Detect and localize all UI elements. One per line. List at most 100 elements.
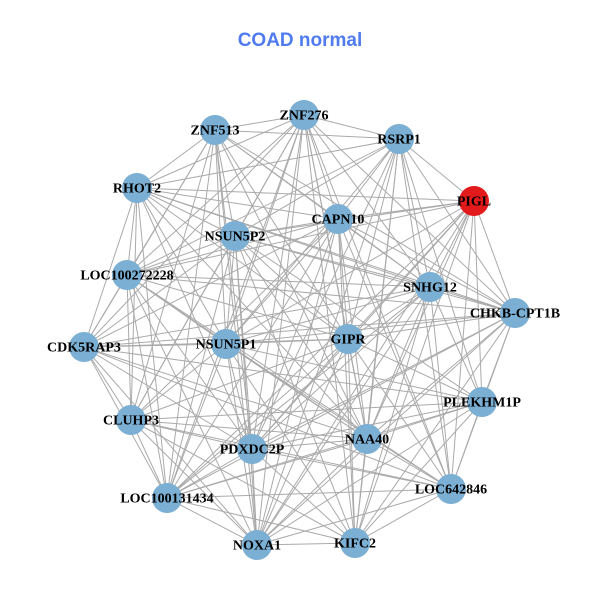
edge-NSUN5P1-LOC100131434 xyxy=(166,343,227,499)
node-CAPN10: CAPN10 xyxy=(312,204,364,234)
edge-PDXDC2P-LOC642846 xyxy=(251,448,452,490)
edge-NSUN5P1-PDXDC2P xyxy=(225,343,253,450)
edge-SNHG12-NOXA1 xyxy=(256,286,431,546)
node-circle xyxy=(500,298,530,328)
node-label: SNHG12 xyxy=(403,281,457,296)
edge-RHOT2-CLUHP3 xyxy=(130,187,138,421)
edge-RSRP1-PLEKHM1P xyxy=(398,138,483,403)
node-circle xyxy=(220,221,250,251)
edge-SNHG12-LOC642846 xyxy=(429,286,452,490)
node-label: CLUHP3 xyxy=(103,414,159,429)
edge-CDK5RAP3-LOC642846 xyxy=(83,346,452,490)
node-circle xyxy=(415,272,445,302)
node-circle xyxy=(384,124,414,154)
node-CDK5RAP3: CDK5RAP3 xyxy=(47,332,121,362)
node-circle xyxy=(116,405,146,435)
edge-CDK5RAP3-PDXDC2P xyxy=(83,346,253,450)
edge-CDK5RAP3-NAA40 xyxy=(83,346,368,440)
edge-PDXDC2P-LOC100131434 xyxy=(166,448,253,499)
edge-NSUN5P1-CLUHP3 xyxy=(130,343,227,421)
edge-NSUN5P2-NAA40 xyxy=(234,235,368,440)
edge-CDK5RAP3-PLEKHM1P xyxy=(83,346,483,403)
edge-SNHG12-CDK5RAP3 xyxy=(83,286,431,348)
node-label: GIPR xyxy=(331,333,367,348)
node-NAA40: NAA40 xyxy=(345,424,389,454)
edge-RSRP1-RHOT2 xyxy=(136,138,400,189)
edge-PDXDC2P-NOXA1 xyxy=(251,448,258,546)
node-NSUN5P1: NSUN5P1 xyxy=(196,329,256,359)
edge-ZNF276-ZNF513 xyxy=(214,114,305,131)
edge-CHKB-CPT1B-NAA40 xyxy=(366,312,516,440)
node-NOXA1: NOXA1 xyxy=(233,530,281,560)
edges-layer xyxy=(83,114,516,546)
edge-ZNF276-CDK5RAP3 xyxy=(83,114,305,348)
node-circle xyxy=(352,424,382,454)
edge-CHKB-CPT1B-PDXDC2P xyxy=(251,312,516,450)
edge-CAPN10-GIPR xyxy=(337,218,349,340)
node-ZNF513: ZNF513 xyxy=(191,115,240,145)
node-CHKB-CPT1B: CHKB-CPT1B xyxy=(470,298,560,328)
edge-GIPR-LOC642846 xyxy=(347,338,452,490)
edge-RHOT2-NSUN5P1 xyxy=(136,187,227,345)
edge-NAA40-NOXA1 xyxy=(256,438,368,546)
edge-SNHG12-NSUN5P1 xyxy=(225,286,431,345)
edge-GIPR-NAA40 xyxy=(347,338,368,440)
edge-CLUHP3-NAA40 xyxy=(130,419,368,440)
node-label: NSUN5P2 xyxy=(205,230,266,245)
edge-CAPN10-SNHG12 xyxy=(337,218,431,288)
node-RSRP1: RSRP1 xyxy=(377,124,421,154)
edge-PDXDC2P-KIFC2 xyxy=(251,448,356,544)
edge-NOXA1-KIFC2 xyxy=(256,542,356,546)
edge-LOC100272228-NOXA1 xyxy=(126,274,258,546)
edge-NSUN5P1-GIPR xyxy=(225,338,349,345)
edge-ZNF513-CLUHP3 xyxy=(130,129,216,421)
edge-PIGL-NSUN5P2 xyxy=(234,200,475,237)
edge-PIGL-NOXA1 xyxy=(256,200,475,546)
node-circle xyxy=(112,260,142,290)
edge-RSRP1-GIPR xyxy=(347,138,400,340)
edge-LOC100272228-LOC100131434 xyxy=(126,274,168,499)
edge-RSRP1-CHKB-CPT1B xyxy=(398,138,516,314)
node-LOC642846: LOC642846 xyxy=(415,474,487,504)
edge-ZNF513-RSRP1 xyxy=(214,129,400,140)
edge-RSRP1-SNHG12 xyxy=(398,138,431,288)
edge-PLEKHM1P-LOC642846 xyxy=(450,401,483,490)
edge-CAPN10-NOXA1 xyxy=(256,218,339,546)
edge-NSUN5P2-GIPR xyxy=(234,235,349,340)
node-label: CDK5RAP3 xyxy=(47,341,121,356)
edge-LOC642846-LOC100131434 xyxy=(166,488,452,499)
node-circle xyxy=(211,329,241,359)
edge-CAPN10-NSUN5P2 xyxy=(234,218,339,237)
node-label: NOXA1 xyxy=(233,539,281,554)
node-label: ZNF513 xyxy=(191,124,240,139)
node-circle xyxy=(152,483,182,513)
node-label: RHOT2 xyxy=(113,182,161,197)
node-circle xyxy=(333,324,363,354)
node-circle xyxy=(289,100,319,130)
node-circle xyxy=(459,186,489,216)
edge-ZNF513-RHOT2 xyxy=(136,129,216,189)
node-circle xyxy=(200,115,230,145)
node-ZNF276: ZNF276 xyxy=(280,100,329,130)
edge-CHKB-CPT1B-GIPR xyxy=(347,312,516,340)
node-LOC100272228: LOC100272228 xyxy=(80,260,174,290)
edge-CDK5RAP3-NOXA1 xyxy=(83,346,258,546)
edge-GIPR-KIFC2 xyxy=(347,338,356,544)
edge-NAA40-LOC100131434 xyxy=(166,438,368,499)
node-label: PLEKHM1P xyxy=(443,396,521,411)
node-label: KIFC2 xyxy=(334,537,376,552)
node-PLEKHM1P: PLEKHM1P xyxy=(443,387,521,417)
edge-NAA40-KIFC2 xyxy=(354,438,368,544)
edge-CHKB-CPT1B-NOXA1 xyxy=(256,312,516,546)
node-circle xyxy=(340,528,370,558)
edge-NSUN5P2-CLUHP3 xyxy=(130,235,236,421)
edge-RHOT2-PDXDC2P xyxy=(136,187,253,450)
edge-SNHG12-KIFC2 xyxy=(354,286,431,544)
node-PDXDC2P: PDXDC2P xyxy=(220,434,285,464)
node-CLUHP3: CLUHP3 xyxy=(103,405,159,435)
edge-LOC100131434-KIFC2 xyxy=(166,497,356,544)
node-circle xyxy=(467,387,497,417)
node-label: CHKB-CPT1B xyxy=(470,307,560,322)
edge-PIGL-NSUN5P1 xyxy=(225,200,475,345)
